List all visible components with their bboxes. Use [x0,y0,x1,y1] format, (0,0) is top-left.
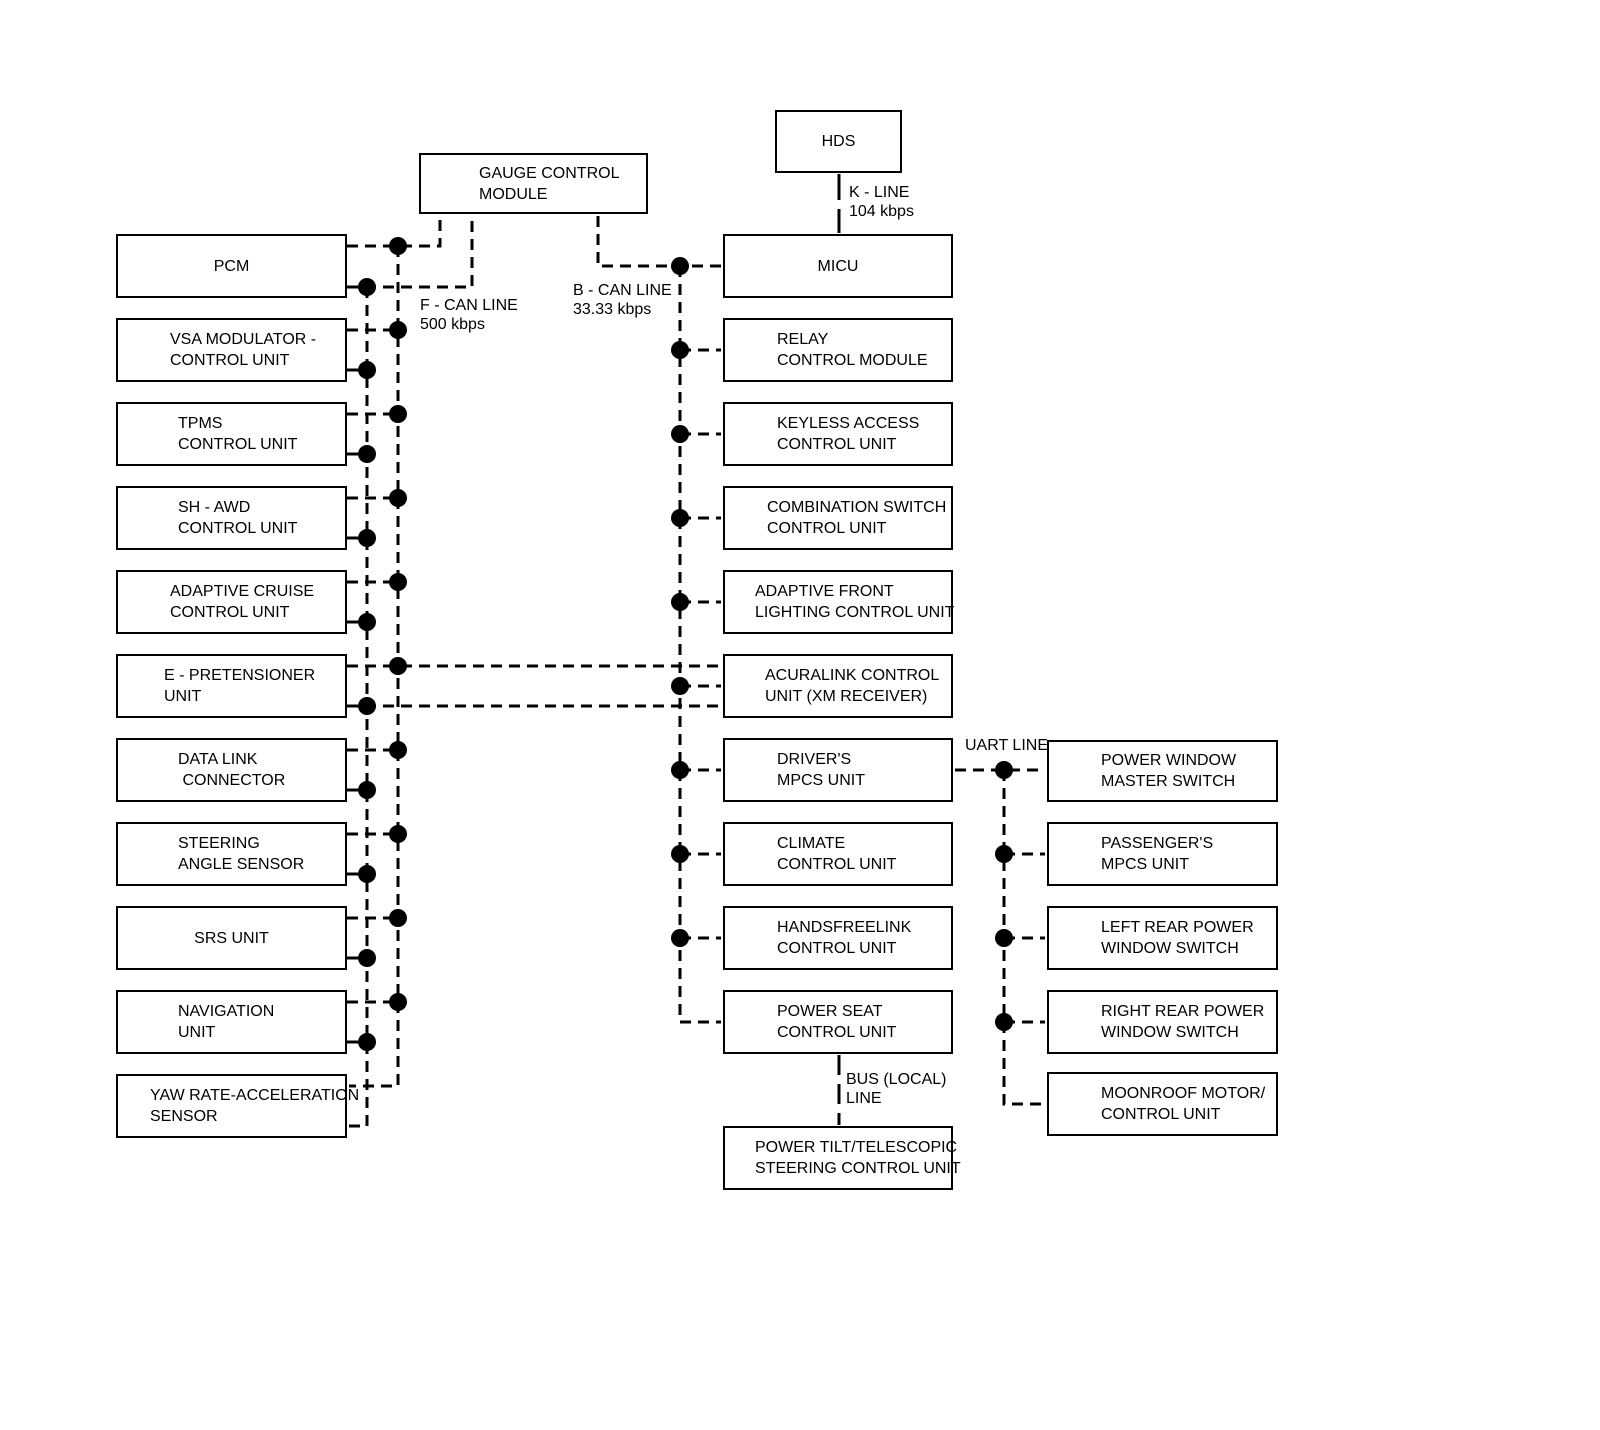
node-steering-angle-sensor: STEERING ANGLE SENSOR [116,822,347,886]
node-power-window-master-switch: POWER WINDOW MASTER SWITCH [1047,740,1278,802]
node-acuralink: ACURALINK CONTROL UNIT (XM RECEIVER) [723,654,953,718]
b-can-bus-line [596,216,721,1024]
node-handsfreelink: HANDSFREELINK CONTROL UNIT [723,906,953,970]
junction-dots [358,237,1013,1051]
label-b-can-line: B - CAN LINE 33.33 kbps [573,282,672,318]
node-yaw-rate-acceleration-sensor: YAW RATE-ACCELERATION SENSOR [116,1074,359,1138]
node-pcm: PCM [116,234,347,298]
f-can-bus-lines [347,216,721,1128]
node-adaptive-front-lighting: ADAPTIVE FRONT LIGHTING CONTROL UNIT [723,570,954,634]
node-drivers-mpcs: DRIVER'S MPCS UNIT [723,738,953,802]
node-data-link-connector: DATA LINK CONNECTOR [116,738,347,802]
node-power-seat: POWER SEAT CONTROL UNIT [723,990,953,1054]
node-vsa-modulator: VSA MODULATOR - CONTROL UNIT [116,318,347,382]
label-bus-local-line: BUS (LOCAL) LINE [846,1071,947,1107]
node-power-tilt-telescopic: POWER TILT/TELESCOPIC STEERING CONTROL U… [723,1126,961,1190]
node-srs: SRS UNIT [116,906,347,970]
node-combination-switch: COMBINATION SWITCH CONTROL UNIT [723,486,953,550]
node-navigation: NAVIGATION UNIT [116,990,347,1054]
node-right-rear-power-window-switch: RIGHT REAR POWER WINDOW SWITCH [1047,990,1278,1054]
node-tpms: TPMS CONTROL UNIT [116,402,347,466]
node-climate-control: CLIMATE CONTROL UNIT [723,822,953,886]
node-micu: MICU [723,234,953,298]
node-passengers-mpcs: PASSENGER'S MPCS UNIT [1047,822,1278,886]
label-f-can-line: F - CAN LINE 500 kbps [420,297,518,333]
label-k-line: K - LINE 104 kbps [849,184,914,220]
node-hds: HDS [775,110,902,173]
node-adaptive-cruise: ADAPTIVE CRUISE CONTROL UNIT [116,570,347,634]
node-sh-awd: SH - AWD CONTROL UNIT [116,486,347,550]
label-uart-line: UART LINE [965,737,1048,754]
node-e-pretensioner: E - PRETENSIONER UNIT [116,654,347,718]
node-left-rear-power-window-switch: LEFT REAR POWER WINDOW SWITCH [1047,906,1278,970]
node-gauge-control-module: GAUGE CONTROL MODULE [419,153,648,214]
node-keyless-access: KEYLESS ACCESS CONTROL UNIT [723,402,953,466]
node-moonroof-motor: MOONROOF MOTOR/ CONTROL UNIT [1047,1072,1278,1136]
node-relay-control-module: RELAY CONTROL MODULE [723,318,953,382]
